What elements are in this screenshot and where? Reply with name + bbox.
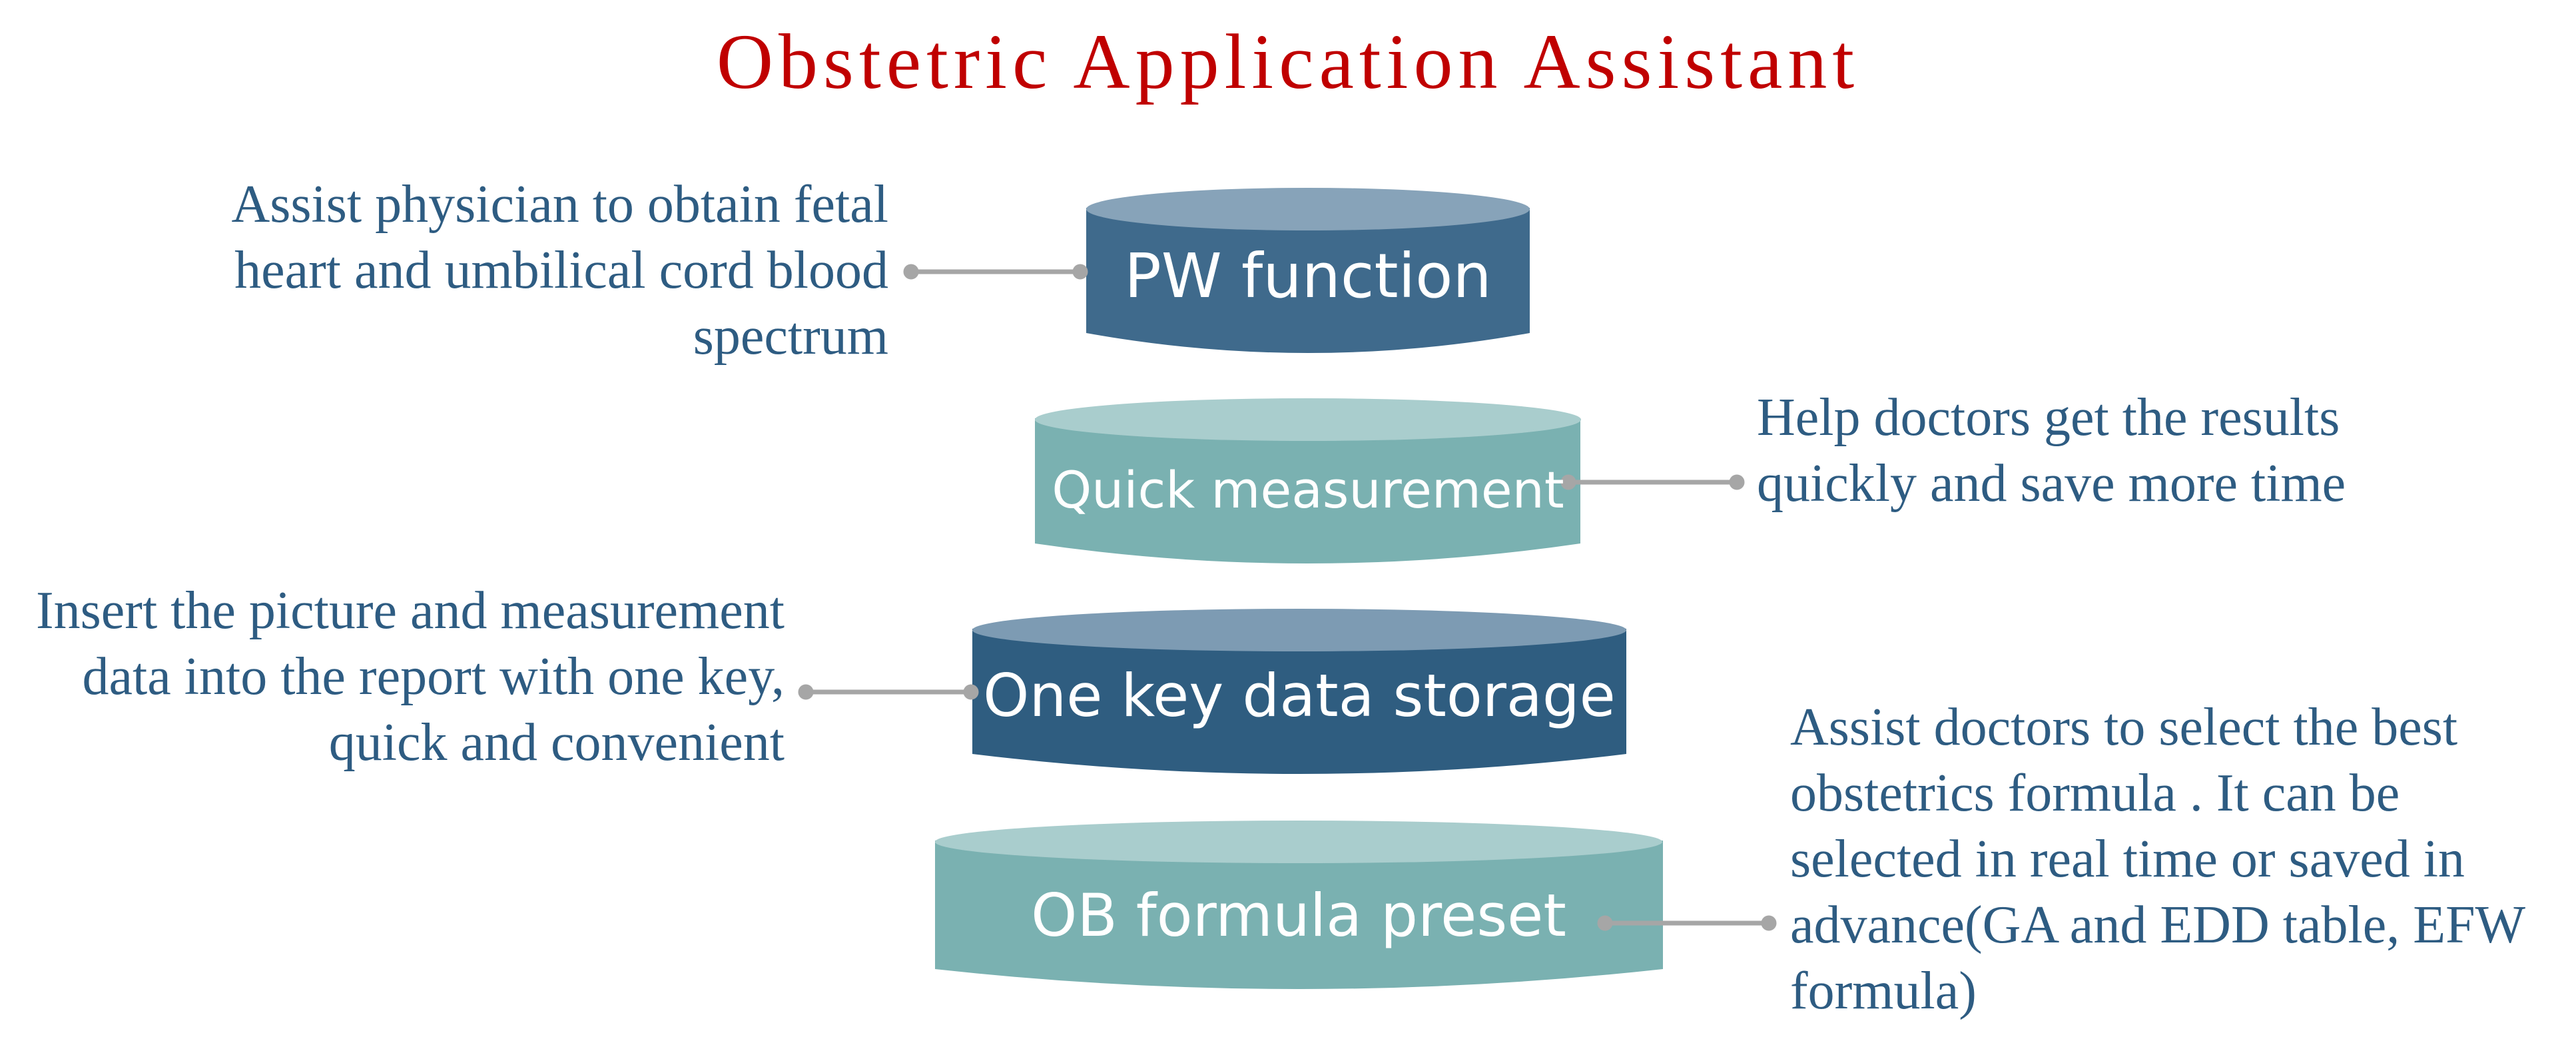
- description-line: formula): [1790, 962, 1977, 1020]
- cylinder-body: [972, 629, 1626, 774]
- cylinder-body: [1035, 418, 1580, 563]
- layer-label-one-key-data-storage: One key data storage: [983, 661, 1616, 730]
- cylinder-body: [935, 841, 1663, 989]
- page-title: Obstetric Application Assistant: [716, 18, 1860, 105]
- description-one-key-data-storage: Insert the picture and measurement data …: [36, 578, 785, 776]
- connector-pw-function: [903, 264, 1088, 280]
- cylinder-ob-formula-preset: [935, 821, 1663, 989]
- description-line: advance(GA and EDD table, EFW: [1790, 896, 2526, 954]
- connector-dot: [1072, 264, 1088, 280]
- cylinder-top: [1035, 398, 1581, 441]
- connector-quick-measurement: [1560, 474, 1745, 490]
- cylinder-pw-function: [1086, 188, 1530, 353]
- description-line: selected in real time or saved in: [1790, 830, 2465, 888]
- description-line: Help doctors get the results: [1757, 388, 2340, 447]
- cylinder-top: [1086, 188, 1530, 230]
- description-line: heart and umbilical cord blood: [234, 241, 888, 300]
- cylinder-top: [972, 609, 1626, 651]
- connector-dot: [1560, 474, 1576, 490]
- connector-one-key-data-storage: [798, 684, 979, 700]
- description-pw-function: Assist physician to obtain fetal heart a…: [231, 172, 888, 370]
- description-line: quickly and save more time: [1757, 454, 2346, 513]
- connector-dot: [1761, 915, 1777, 931]
- connector-dot: [1597, 915, 1613, 931]
- cylinder-top: [935, 821, 1662, 863]
- description-line: obstetrics formula . It can be: [1790, 764, 2400, 823]
- connector-ob-formula-preset: [1597, 915, 1777, 931]
- description-line: Assist physician to obtain fetal: [231, 175, 888, 234]
- description-line: data into the report with one key,: [82, 647, 785, 706]
- cylinder-one-key-data-storage: [972, 609, 1626, 774]
- layer-label-quick-measurement: Quick measurement: [1052, 460, 1564, 520]
- connector-dot: [1729, 474, 1745, 490]
- layer-label-pw-function: PW function: [1124, 240, 1492, 312]
- cylinder-body: [1086, 208, 1530, 353]
- description-ob-formula-preset: Assist doctors to select the best obstet…: [1790, 695, 2525, 1024]
- connector-dot: [963, 684, 979, 700]
- description-line: quick and convenient: [328, 713, 785, 772]
- layer-label-ob-formula-preset: OB formula preset: [1031, 881, 1566, 950]
- cylinder-quick-measurement: [1035, 398, 1581, 563]
- description-line: Assist doctors to select the best: [1790, 698, 2458, 757]
- description-line: spectrum: [693, 307, 888, 366]
- connector-dot: [798, 684, 814, 700]
- connector-dot: [903, 264, 919, 280]
- description-line: Insert the picture and measurement: [36, 581, 785, 640]
- description-quick-measurement: Help doctors get the results quickly and…: [1757, 385, 2346, 517]
